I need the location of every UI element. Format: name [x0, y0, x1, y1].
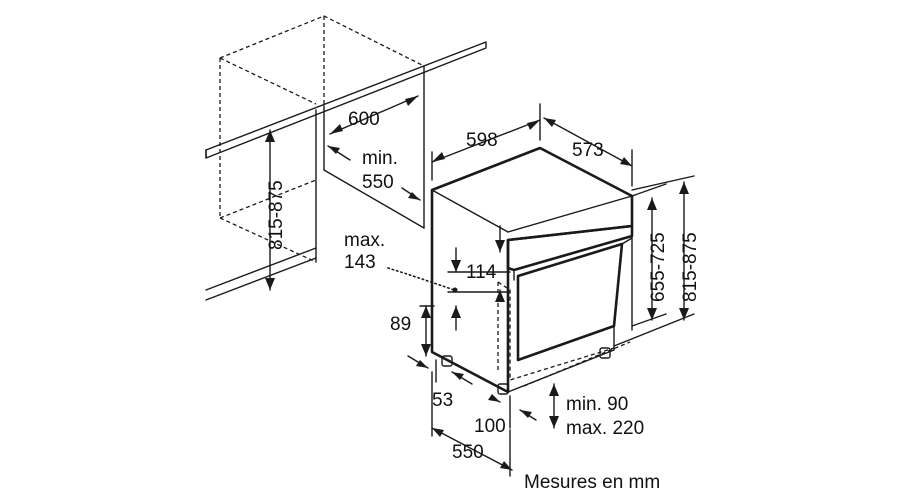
label-total-depth: 550	[452, 442, 484, 463]
label-plinth-max: max. 220	[566, 418, 644, 439]
label-niche-min: min.	[362, 148, 398, 169]
label-cabinet-width: 600	[348, 109, 380, 130]
dishwasher-body	[430, 146, 634, 395]
label-cabinet-height: 815-875	[266, 180, 287, 250]
label-door-gap: 100	[474, 416, 506, 437]
label-panel-height: 114	[466, 262, 497, 283]
label-max-value: 143	[344, 252, 376, 273]
label-appliance-depth: 573	[572, 140, 604, 161]
label-plinth-min: min. 90	[566, 394, 628, 415]
dimension-labels: 600 min. 550 815-875 598 573 655-725 815…	[266, 109, 701, 493]
label-plinth-depth: 53	[432, 390, 453, 411]
label-plinth-height: 89	[390, 314, 411, 335]
cabinet-dashed-outline	[219, 15, 425, 263]
units-note: Mesures en mm	[524, 472, 660, 493]
label-appliance-height-max: 815-875	[680, 232, 701, 302]
label-appliance-height-min: 655-725	[648, 232, 669, 302]
dimension-lines	[265, 95, 695, 477]
label-max: max.	[344, 230, 385, 251]
worktop-cabinet	[205, 41, 487, 301]
label-appliance-width: 598	[466, 130, 498, 151]
label-niche-min-value: 550	[362, 172, 394, 193]
